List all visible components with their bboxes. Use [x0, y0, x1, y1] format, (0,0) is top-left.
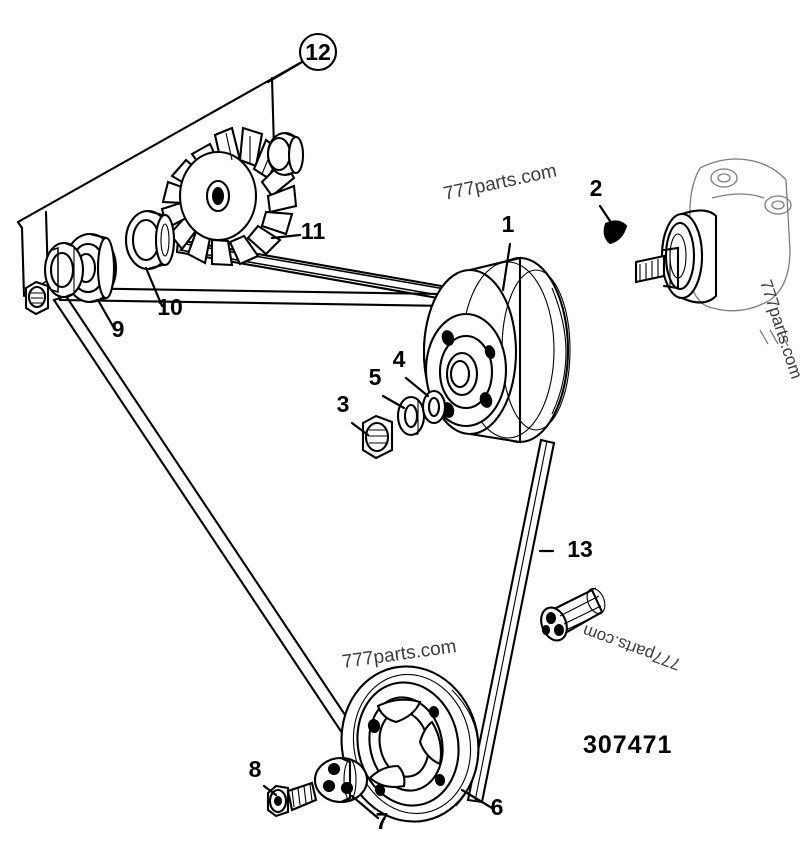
crankshaft-fan-drive-pulley	[422, 242, 571, 444]
callout-10-label: 10	[157, 294, 183, 320]
three-hole-plate	[313, 756, 380, 820]
spacer-ring	[124, 209, 176, 308]
drawing-number: 307471	[583, 731, 672, 759]
callout-6-label: 6	[491, 794, 504, 820]
fan-shaft-nut	[24, 280, 50, 316]
callout-8-label: 8	[249, 756, 262, 782]
water-pump-housing	[634, 158, 792, 347]
crankshaft-pulley	[340, 665, 494, 823]
callout-2-label: 2	[590, 175, 603, 201]
callout-13-label: 13	[567, 536, 593, 562]
splined-hub	[540, 587, 606, 642]
watermark-top-center: 777parts.com	[442, 160, 559, 204]
large-washer	[381, 394, 426, 437]
callout-9-label: 9	[112, 316, 125, 342]
callout-11-label: 11	[301, 218, 326, 244]
cooling-fan	[160, 126, 302, 267]
callout-4-label: 4	[393, 346, 406, 372]
woodruff-key	[598, 204, 628, 245]
callout-labels: 1 2 3 4 5 6 7 8 9 10 11 12 13	[112, 39, 603, 834]
watermark-bottom-right-inverted: 777parts.com	[580, 621, 683, 674]
callout-12-circle	[298, 32, 338, 72]
fan-drive-hub	[43, 232, 118, 330]
fan-spacer-bush	[266, 131, 305, 177]
callout-5-label: 5	[369, 364, 382, 390]
small-washer	[404, 376, 447, 425]
cap-screw	[262, 781, 318, 818]
callout-3-label: 3	[337, 391, 350, 417]
hex-nut	[350, 414, 394, 460]
callout-7-label: 7	[376, 808, 389, 834]
watermark-right-vertical: 777parts.com	[756, 277, 800, 381]
callout-1-label: 1	[502, 211, 515, 237]
callout-12-label: 12	[305, 39, 331, 65]
